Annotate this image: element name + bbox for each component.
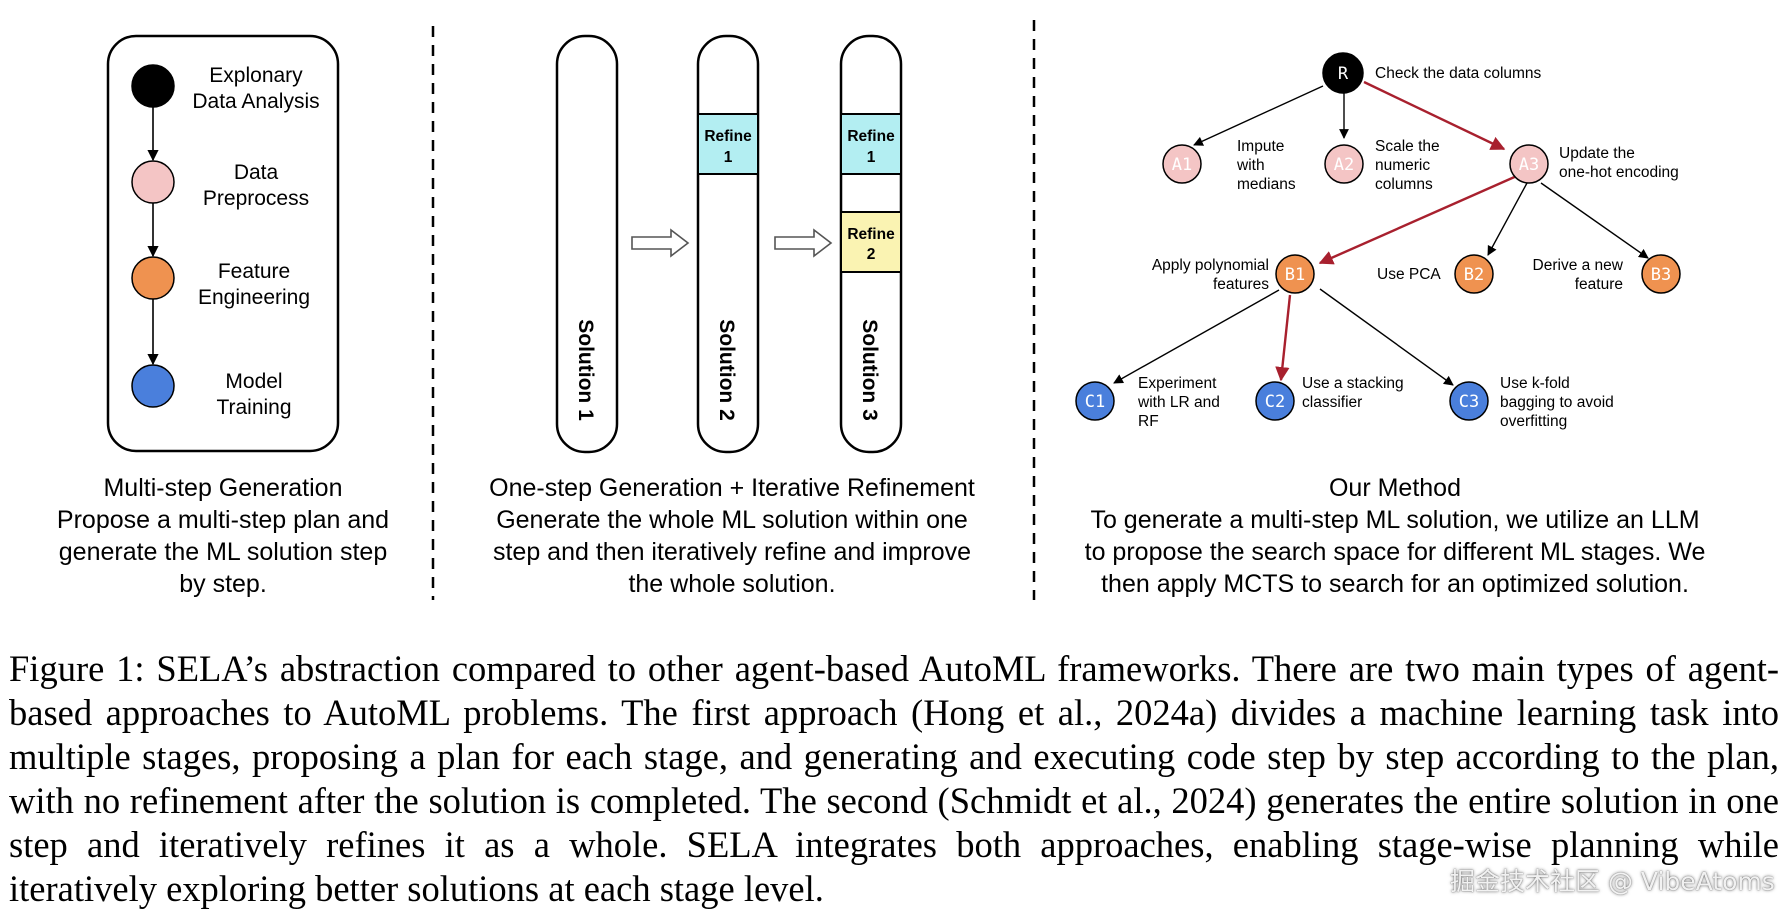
node-id: C2 <box>1265 392 1285 412</box>
panel-desc-line: then apply MCTS to search for an optimiz… <box>1101 570 1689 598</box>
step-label: Preprocess <box>203 187 309 210</box>
node-id: C1 <box>1085 392 1105 412</box>
node-text: Impute <box>1237 138 1284 155</box>
node-text: Derive a new <box>1533 257 1624 274</box>
step-label: Training <box>216 396 291 419</box>
refine-block-1 <box>840 113 902 175</box>
panel-desc-line: To generate a multi-step ML solution, we… <box>1090 506 1699 534</box>
panel-desc-line: Generate the whole ML solution within on… <box>496 506 968 534</box>
panel-title: Multi-step Generation <box>103 474 342 502</box>
tree-node-c3 <box>1449 381 1489 421</box>
node-text: features <box>1213 276 1269 293</box>
node-text: bagging to avoid <box>1500 394 1614 411</box>
panel-desc-line: by step. <box>179 570 267 598</box>
solution-bar-1 <box>555 34 619 454</box>
node-id: B2 <box>1464 265 1484 285</box>
node-text: Experiment <box>1138 375 1217 392</box>
panel-multi-step: Explonary Data Analysis Data Preprocess … <box>57 34 389 598</box>
refine-label: Refine <box>704 128 752 145</box>
node-text: medians <box>1237 176 1296 193</box>
panel-desc-line: generate the ML solution step <box>59 538 387 566</box>
selected-path-edge <box>1275 294 1292 382</box>
node-text: Apply polynomial <box>1152 257 1269 274</box>
refine-label: Refine <box>847 226 895 243</box>
refine-label: 1 <box>867 149 876 166</box>
figure-1-diagram: Explonary Data Analysis Data Preprocess … <box>57 20 1706 600</box>
panel-desc-line: the whole solution. <box>628 570 835 598</box>
node-text: one-hot encoding <box>1559 164 1679 181</box>
tree-node-a2 <box>1324 144 1364 184</box>
refine-block-1 <box>697 113 759 175</box>
panel-title: Our Method <box>1329 474 1461 502</box>
step-label: Engineering <box>198 286 310 309</box>
tree-edge <box>1193 85 1324 146</box>
tree-node-c2 <box>1255 381 1295 421</box>
figure-caption: Figure 1: SELA’s abstraction compared to… <box>9 648 1779 909</box>
node-id: A1 <box>1172 155 1192 175</box>
step-label: Feature <box>218 260 290 283</box>
node-text: Update the <box>1559 145 1635 162</box>
tree-node-b1 <box>1275 254 1315 294</box>
step-dot-preprocess <box>131 160 175 204</box>
node-text: Scale the <box>1375 138 1440 155</box>
node-id: R <box>1338 64 1349 84</box>
node-id: A3 <box>1519 155 1539 175</box>
panel-title: One-step Generation + Iterative Refineme… <box>489 474 975 502</box>
node-id: A2 <box>1334 155 1354 175</box>
tree-edge <box>1319 288 1454 386</box>
tree-node-a3 <box>1509 144 1549 184</box>
node-text: Use a stacking <box>1302 375 1404 392</box>
node-text: numeric <box>1375 157 1430 174</box>
tree-edge <box>1113 289 1280 384</box>
refine-block-2 <box>840 211 902 273</box>
tree-node-c1 <box>1075 381 1115 421</box>
panel-our-method: R A1 A2 A3 B1 B2 B3 C1 C2 C3 Check the d… <box>1075 52 1706 598</box>
node-text: with LR and <box>1137 394 1220 411</box>
step-dot-feature <box>131 256 175 300</box>
step-dot-training <box>131 364 175 408</box>
step-label: Model <box>225 370 282 393</box>
step-label: Explonary <box>209 64 303 87</box>
solution-label: Solution 3 <box>858 319 881 421</box>
tree-node-a1 <box>1162 144 1202 184</box>
tree-edge <box>1487 182 1528 256</box>
hollow-arrow-icon <box>631 228 690 258</box>
node-text: columns <box>1375 176 1433 193</box>
step-label: Data <box>234 161 279 184</box>
node-text: Check the data columns <box>1375 65 1542 82</box>
panel-desc-line: Propose a multi-step plan and <box>57 506 389 534</box>
solution-label: Solution 2 <box>715 319 738 421</box>
selected-path-edge <box>1318 173 1520 265</box>
tree-node-b2 <box>1454 254 1494 294</box>
selected-path-edge <box>1363 80 1506 151</box>
refine-label: 1 <box>724 149 733 166</box>
tree-node-b3 <box>1641 254 1681 294</box>
panel-one-step: Refine 1 Refine 1 Refine 2 Solution 1 So… <box>489 34 975 598</box>
tree-edge <box>1540 182 1649 259</box>
node-text: with <box>1236 157 1265 174</box>
step-label: Data Analysis <box>192 90 319 113</box>
solution-label: Solution 1 <box>574 319 597 421</box>
node-id: B1 <box>1285 265 1305 285</box>
refine-label: 2 <box>867 246 876 263</box>
node-text: Use k-fold <box>1500 375 1570 392</box>
steps-box <box>106 34 340 453</box>
node-text: Use PCA <box>1377 266 1441 283</box>
tree-node-r <box>1322 52 1364 94</box>
step-dot-eda <box>131 64 175 108</box>
node-text: overfitting <box>1500 413 1567 430</box>
node-id: C3 <box>1459 392 1479 412</box>
node-text: RF <box>1138 413 1159 430</box>
node-id: B3 <box>1651 265 1671 285</box>
refine-label: Refine <box>847 128 895 145</box>
hollow-arrow-icon <box>774 228 833 258</box>
panel-desc-line: to propose the search space for differen… <box>1085 538 1706 566</box>
watermark: 掘金技术社区 @ VibeAtoms <box>1450 867 1775 896</box>
node-text: feature <box>1575 276 1623 293</box>
node-text: classifier <box>1302 394 1362 411</box>
panel-desc-line: step and then iteratively refine and imp… <box>493 538 971 566</box>
